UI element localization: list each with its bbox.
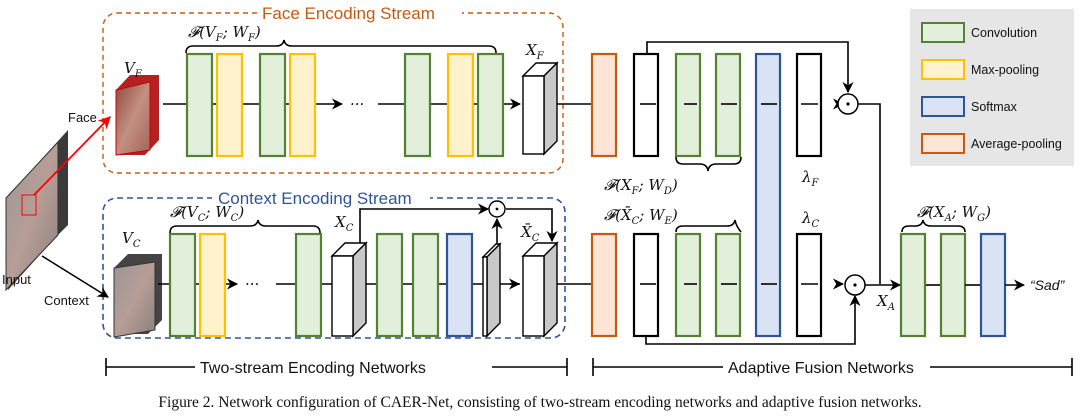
f-xf-wd-label: 𝓕(XF; WD) — [604, 176, 678, 197]
v-c-label: VC — [122, 229, 141, 250]
legend-swatch — [921, 133, 965, 154]
fusion-section-label: Adaptive Fusion Networks — [728, 360, 914, 377]
convolution-layer — [476, 52, 505, 158]
input-image — [5, 130, 68, 292]
legend-label: Convolution — [971, 26, 1037, 40]
legend: ConvolutionMax-poolingSoftmaxAverage-poo… — [910, 9, 1074, 166]
fusion-section-marker: Adaptive Fusion Networks — [592, 358, 1073, 377]
f-xc-we-label: 𝓕(X̄C; WE) — [604, 206, 678, 227]
convolution-layer — [899, 232, 927, 338]
context-label: Context — [44, 293, 89, 308]
context-attention-map — [481, 242, 502, 338]
feature-vector-layer — [632, 232, 660, 338]
max-pooling-layer — [198, 232, 227, 338]
feature-vector-layer — [795, 232, 823, 338]
average-pooling-layer — [590, 52, 618, 158]
legend-label: Max-pooling — [971, 63, 1039, 77]
softmax-layer — [979, 232, 1007, 338]
convolution-layer — [294, 232, 323, 338]
convolution-layer — [674, 52, 702, 158]
x-a-label: XA — [876, 292, 895, 313]
convolution-layer — [411, 232, 440, 338]
face-label: Face — [68, 110, 97, 125]
lambda-f-label: λF — [801, 168, 820, 189]
convolution-layer — [258, 52, 287, 158]
face-stream-title: Face Encoding Stream — [262, 4, 435, 23]
f-xa-wg-label: 𝓕(XA; WG) — [917, 203, 991, 224]
x-c-bar-label: X̄C — [520, 223, 540, 244]
encoding-section-label: Two-stream Encoding Networks — [200, 360, 426, 377]
legend-label: Average-pooling — [971, 137, 1062, 151]
v-f-label: VF — [124, 59, 143, 80]
context-input-volume — [113, 254, 162, 338]
convolution-layer — [939, 232, 967, 338]
x-c-label: XC — [334, 213, 354, 234]
input-label: Input — [2, 272, 31, 287]
legend-swatch — [921, 22, 965, 43]
context-encoding-stream-box — [102, 197, 566, 339]
figure-caption: Figure 2. Network configuration of CAER-… — [158, 394, 921, 411]
max-pooling-layer — [288, 52, 317, 158]
feature-vector-layer — [632, 52, 660, 158]
average-pooling-layer — [590, 232, 618, 338]
convolution-layer — [714, 52, 742, 158]
face-ellipsis: ··· — [350, 95, 364, 113]
softmax-layer — [754, 52, 782, 338]
x-f-label: XF — [525, 41, 545, 62]
feature-vector-layer — [795, 52, 823, 158]
context-stream-title: Context Encoding Stream — [218, 189, 412, 208]
convolution-layer — [168, 232, 197, 338]
max-pooling-layer — [215, 52, 244, 158]
max-pooling-layer — [446, 52, 475, 158]
convolution-layer — [185, 52, 214, 158]
encoding-section-marker: Two-stream Encoding Networks — [105, 358, 568, 377]
x-c-bar-feature-volume — [521, 241, 559, 338]
softmax-layer — [445, 232, 474, 338]
x-f-feature-volume — [521, 61, 559, 156]
f-vc-wc-label: 𝓕(VC; WC) — [170, 203, 244, 224]
output-prediction: “Sad” — [1030, 277, 1066, 293]
x-c-feature-volume — [330, 241, 368, 338]
legend-label: Softmax — [971, 100, 1018, 114]
convolution-layer — [375, 232, 404, 338]
f-vf-wf-label: 𝓕(VF; WF) — [188, 23, 261, 44]
convolution-layer — [674, 232, 702, 338]
legend-swatch — [921, 96, 965, 117]
convolution-layer — [714, 232, 742, 338]
face-crop-arrow — [33, 116, 111, 196]
context-crop-arrow — [41, 255, 109, 298]
lambda-c-label: λC — [801, 209, 820, 230]
face-input-volume — [115, 75, 159, 156]
legend-swatch — [921, 59, 965, 80]
convolution-layer — [403, 52, 432, 158]
context-ellipsis: ··· — [245, 275, 259, 293]
